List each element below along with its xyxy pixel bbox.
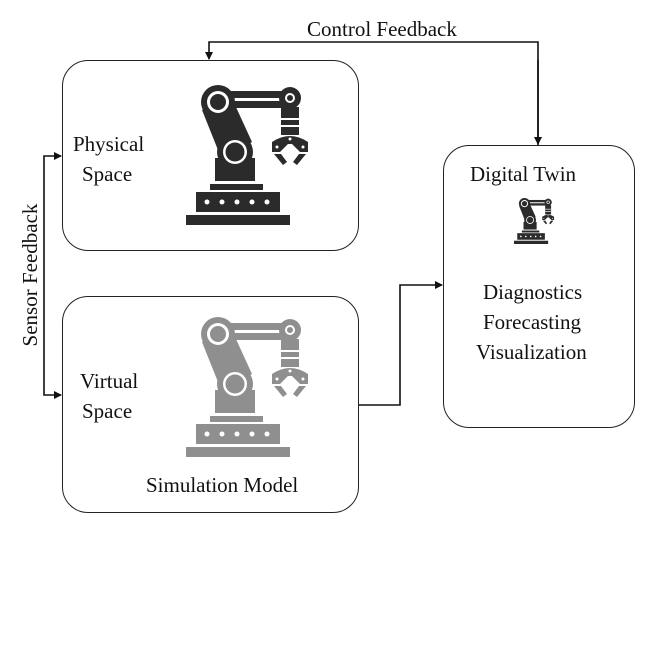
virtual-space-label-line1: Virtual	[80, 369, 139, 393]
simulation-to-twin-arrow	[358, 281, 443, 406]
robot-arm-icon	[180, 80, 320, 230]
robot-arm-icon	[512, 196, 558, 246]
forecasting-item: Forecasting	[483, 310, 581, 334]
virtual-space-label-line2: Space	[82, 399, 133, 423]
simulation-model-label: Simulation Model	[146, 473, 299, 497]
sensor-feedback-label: Sensor Feedback	[18, 203, 42, 347]
diagnostics-item: Diagnostics	[483, 280, 583, 304]
digital-twin-title: Digital Twin	[470, 162, 577, 186]
digital-twin-box	[443, 145, 635, 428]
robot-arm-icon	[180, 312, 320, 462]
physical-space-label-line2: Space	[82, 162, 133, 186]
physical-space-label-line1: Physical	[73, 132, 145, 156]
sensor-feedback-arrow-down	[43, 275, 62, 399]
control-feedback-label: Control Feedback	[307, 17, 457, 41]
physical-space-box	[62, 60, 359, 251]
sensor-feedback-arrow-up	[43, 152, 62, 275]
visualization-item: Visualization	[476, 340, 587, 364]
virtual-space-box	[62, 296, 359, 513]
